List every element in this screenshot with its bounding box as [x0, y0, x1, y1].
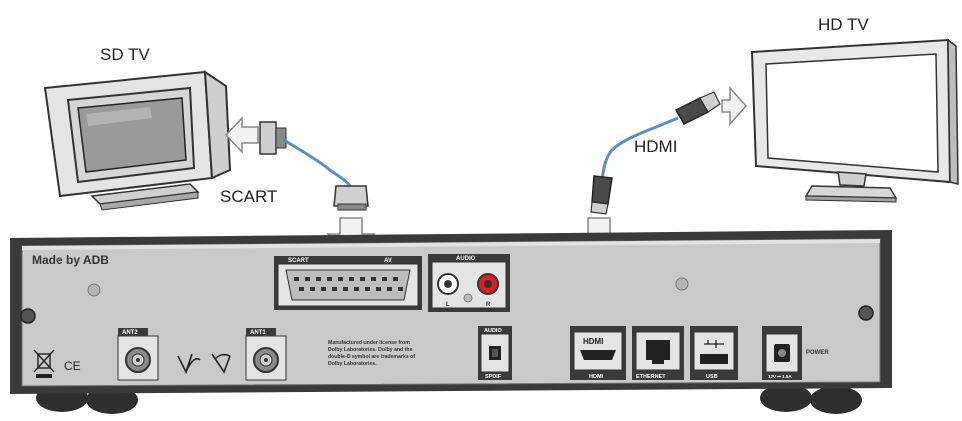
scart-pin — [382, 277, 387, 281]
scart-pin — [398, 287, 403, 291]
ant2-connector — [117, 328, 159, 381]
scart-av-port — [274, 256, 422, 310]
ant2-label: ANT2 — [122, 330, 138, 336]
scart-cable-label: SCART — [220, 187, 277, 206]
scart-port-label: SCART — [288, 258, 309, 264]
scart-plug-tv-end — [259, 121, 287, 155]
brand-label: Made by ADB — [32, 253, 109, 267]
ethernet-port — [632, 326, 684, 380]
power-rating-label: 12V ⎓ 1.5A — [768, 374, 792, 379]
hd-tv-label: HD TV — [818, 15, 869, 34]
hdmi-cable-label: HDMI — [634, 137, 677, 156]
ethernet-label: ETHERNET — [636, 374, 666, 380]
hdmi-plug-tv-end — [674, 91, 721, 125]
av-port-label: AV — [384, 258, 392, 264]
arrow-left-to-sd-tv — [224, 116, 259, 154]
scart-pin — [294, 277, 299, 281]
scart-pin — [299, 287, 304, 291]
sd-tv-label: SD TV — [100, 45, 150, 64]
scart-cable — [283, 138, 352, 187]
antenna-out-icon — [177, 353, 201, 375]
usb-symbol-icon — [704, 340, 724, 348]
scart-pin — [316, 277, 321, 281]
sd-tv-illustration — [43, 70, 232, 211]
foot-right-2 — [810, 386, 862, 414]
scart-pin — [332, 287, 337, 291]
scart-pin — [305, 277, 310, 281]
dolby-notice-line-4: Dolby Laboratories. — [328, 361, 377, 367]
ce-mark: CE — [64, 359, 81, 373]
hdmi-port-bottom-label: HDMI — [589, 374, 604, 380]
antenna-in-icon — [211, 353, 231, 374]
usb-port — [690, 326, 738, 380]
foot-right-1 — [760, 384, 812, 412]
hdmi-port — [570, 326, 626, 380]
scart-pin — [387, 287, 392, 291]
scart-pin — [310, 287, 315, 291]
scart-pin — [338, 277, 343, 281]
audio-port-label: AUDIO — [456, 256, 476, 262]
scart-pin — [371, 277, 376, 281]
spdif-optical-port — [478, 326, 512, 380]
ant1-label: ANT1 — [250, 330, 266, 336]
spdif-bottom-label: SPDIF — [485, 374, 502, 380]
scart-pin — [349, 277, 354, 281]
audio-right-label: R — [486, 302, 491, 308]
scart-plug-box-end — [333, 185, 369, 211]
hdmi-plug-box-end — [590, 175, 613, 215]
power-jack — [762, 326, 802, 380]
arrow-right-to-hd-tv — [721, 86, 748, 126]
dolby-notice-line-1: Manufactured under license from — [328, 340, 410, 346]
scart-pin — [365, 287, 370, 291]
hd-tv-illustration — [750, 38, 959, 203]
weee-bin-icon — [33, 349, 55, 378]
ant1-connector — [245, 328, 287, 381]
scart-pin — [393, 277, 398, 281]
scart-pin — [354, 287, 359, 291]
scart-pin — [321, 287, 326, 291]
usb-label: USB — [706, 374, 718, 380]
dolby-notice-line-2: Dolby Laboratories. Dolby and the — [328, 347, 413, 353]
audio-left-label: L — [446, 302, 450, 308]
scart-pin — [327, 277, 332, 281]
hdmi-cable — [600, 116, 679, 179]
rca-audio-port — [428, 254, 510, 312]
scart-pin — [376, 287, 381, 291]
scart-pin — [343, 287, 348, 291]
hdmi-port-top-label: HDMI — [583, 337, 603, 346]
spdif-top-label: AUDIO — [484, 328, 502, 334]
scart-pin — [360, 277, 365, 281]
power-label: POWER — [806, 350, 829, 356]
dolby-notice-line-3: double-D symbol are trademarks of — [328, 354, 415, 360]
